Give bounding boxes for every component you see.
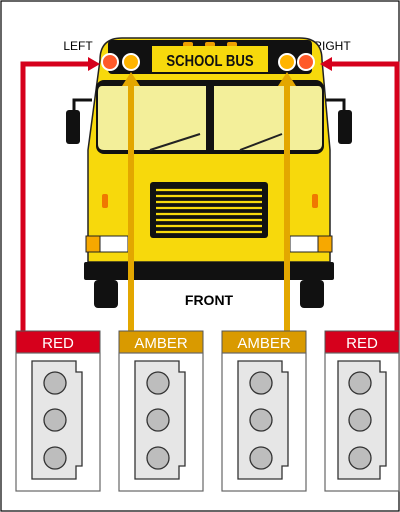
front-label: FRONT [185,292,234,308]
connector-2-label: AMBER [134,335,188,352]
connector-3: AMBER [222,331,306,491]
connector-1-pin-2 [44,409,66,431]
left-amber-wire [128,84,134,332]
windshield-left [98,86,206,150]
connector-4-label: RED [346,335,378,352]
right-headlight [290,236,318,252]
right-side-marker [312,194,318,208]
connector-1: RED [16,331,100,491]
right-turn-signal [318,236,332,252]
sign-text: SCHOOL BUS [166,53,253,70]
connector-4: RED [325,331,399,491]
connector-1-pin-1 [44,372,66,394]
left-red-lamp [102,54,118,70]
connector-1-pin-3 [44,447,66,469]
front-bumper [84,262,334,280]
connector-4-pin-1 [349,372,371,394]
connector-4-pin-2 [349,409,371,431]
right-wheel [300,280,324,308]
connector-3-pin-2 [250,409,272,431]
connector-3-label: AMBER [237,335,291,352]
connector-2: AMBER [119,331,203,491]
connector-1-label: RED [42,335,74,352]
right-amber-lamp [279,54,295,70]
left-headlight [100,236,128,252]
left-wheel [94,280,118,308]
right-red-lamp [298,54,314,70]
connector-2-pin-2 [147,409,169,431]
right-amber-wire [284,84,290,332]
connector-3-pin-1 [250,372,272,394]
connector-2-pin-1 [147,372,169,394]
left-amber-lamp [123,54,139,70]
left-label: LEFT [63,39,93,53]
school-bus: SCHOOL BUS [66,38,352,308]
connector-3-pin-3 [250,447,272,469]
left-side-marker [102,194,108,208]
connector-4-pin-3 [349,447,371,469]
connector-2-pin-3 [147,447,169,469]
left-turn-signal [86,236,100,252]
